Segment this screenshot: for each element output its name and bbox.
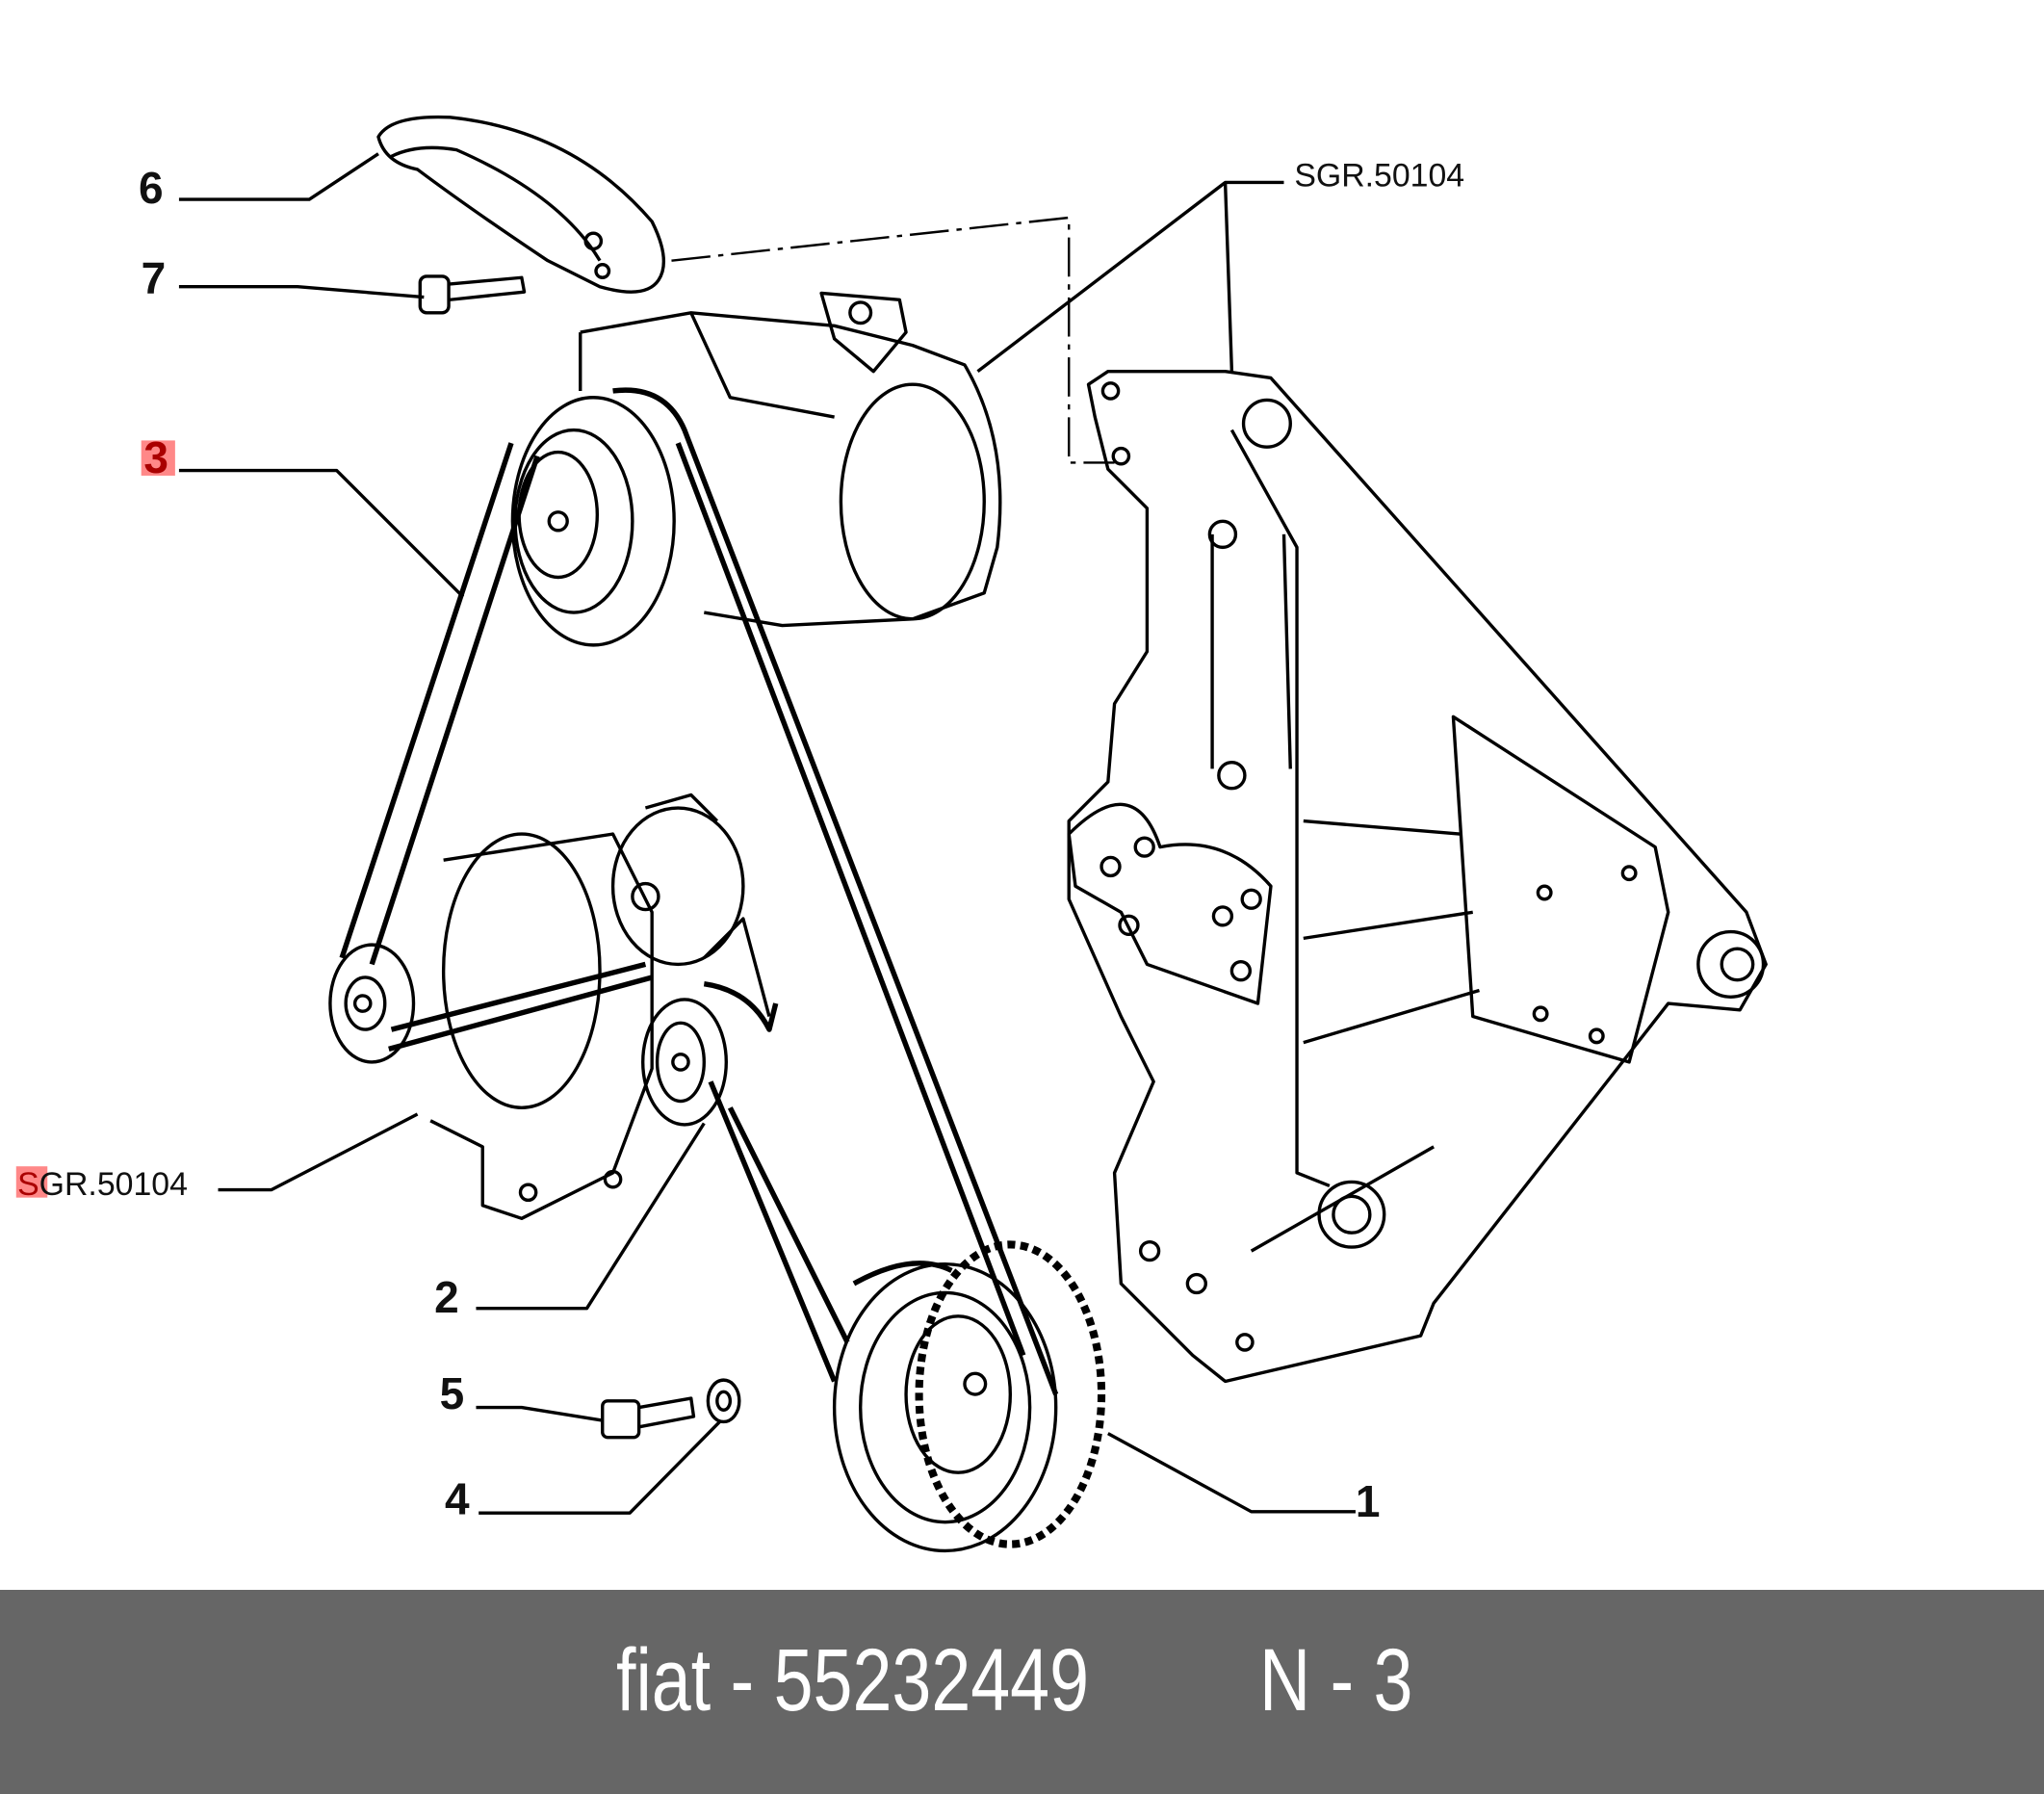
callout-1[interactable]: 1 — [1356, 1476, 1381, 1526]
footer-part-number: fiat - 55232449 — [616, 1631, 1090, 1729]
part-7-bolt — [418, 274, 527, 315]
reference-left-first-letter: S — [17, 1166, 39, 1203]
engine-bracket — [1067, 369, 1768, 1384]
callout-4[interactable]: 4 — [445, 1474, 470, 1524]
reference-sgr-left[interactable]: SGR.50104 — [17, 1166, 188, 1203]
main-drive-belt — [612, 387, 1059, 1395]
reference-sgr-top[interactable]: SGR.50104 — [1294, 158, 1464, 195]
callout-5[interactable]: 5 — [440, 1368, 465, 1418]
part-3-poly-v-belt — [339, 442, 653, 1053]
part-6-tensioner-arm — [376, 115, 665, 294]
part-5-bolt — [601, 1396, 696, 1440]
leader-lines — [178, 152, 1356, 1515]
ac-compressor — [510, 291, 1002, 647]
callout-2[interactable]: 2 — [434, 1272, 459, 1322]
alternator — [328, 832, 654, 1221]
tensioner-pulley — [610, 793, 771, 1017]
reference-dashdot-line — [671, 216, 1115, 464]
reference-left-rest: GR.50104 — [39, 1166, 188, 1203]
part-1-crankshaft-pulley — [832, 1240, 1106, 1553]
footer-bar: fiat - 55232449 N - 3 — [0, 1590, 2044, 1794]
part-2-idler-pulley — [641, 998, 728, 1127]
part-4-washer — [706, 1378, 741, 1424]
reference-left-highlight — [15, 1166, 48, 1198]
belt-drive-exploded-diagram: 6 7 3 2 5 4 1 SGR.50104 SGR.50104 — [15, 115, 1768, 1553]
footer-position: N - 3 — [1259, 1631, 1413, 1729]
callout-6[interactable]: 6 — [139, 163, 164, 213]
callout-3-highlight — [141, 440, 175, 476]
callout-3[interactable]: 3 — [143, 432, 168, 482]
callout-7[interactable]: 7 — [142, 252, 167, 302]
